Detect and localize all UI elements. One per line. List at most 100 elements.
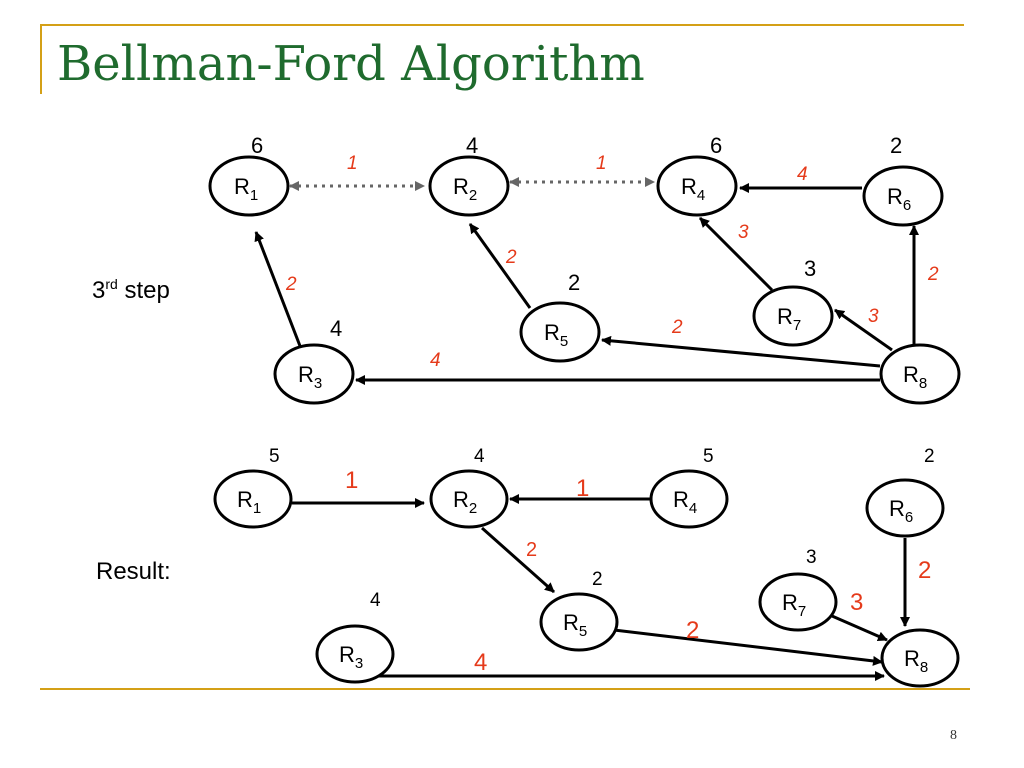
step-edge-r5-r2 (468, 223, 532, 309)
svg-text:R7: R7 (777, 304, 801, 334)
step-node-r7: R7 3 (752, 256, 834, 347)
result-edges (292, 494, 910, 681)
result-distance-r2: 4 (474, 446, 485, 467)
step-node-r3-base: R (298, 362, 314, 387)
step-node-r2: R2 4 (428, 133, 510, 217)
result-edge-weights: 1 1 2 2 2 3 4 (345, 467, 931, 676)
step-weight-r7-r4: 3 (738, 222, 749, 243)
result-node-r5-base: R (563, 610, 579, 635)
step-node-r1-base: R (234, 174, 250, 199)
result-node-r7-base: R (782, 590, 798, 615)
svg-text:R6: R6 (889, 496, 913, 526)
result-edge-r7-r8 (831, 614, 888, 642)
result-weight-r4-r2: 1 (576, 475, 589, 502)
step-edge-r8-r7 (834, 308, 893, 352)
step-weight-r8-r6: 2 (927, 264, 939, 285)
step-node-r2-sub: 2 (469, 187, 477, 204)
result-node-r7-sub: 7 (798, 603, 806, 620)
title-top-rule (40, 24, 964, 26)
step-node-r8-base: R (903, 362, 919, 387)
result-node-r3-sub: 3 (355, 655, 363, 672)
step-node-r6: R6 2 (862, 133, 944, 227)
svg-text:R5: R5 (544, 320, 568, 350)
step-label-ordinal: rd (105, 276, 118, 292)
result-node-r2-sub: 2 (469, 500, 477, 517)
result-weight-r3-r8: 4 (474, 649, 487, 676)
step-weight-r2-r4: 1 (596, 153, 607, 174)
step-distance-r3: 4 (330, 316, 342, 341)
svg-text:R5: R5 (563, 610, 587, 640)
result-node-r1-sub: 1 (253, 500, 261, 517)
result-weight-r5-r8: 2 (686, 617, 699, 644)
svg-text:R1: R1 (234, 174, 258, 204)
page-number: 8 (950, 728, 957, 743)
result-node-r4: R4 5 (649, 446, 729, 529)
step-distance-r4: 6 (710, 133, 722, 158)
svg-text:R8: R8 (903, 362, 927, 392)
step-label-number: 3 (92, 277, 106, 304)
step-node-r2-base: R (453, 174, 469, 199)
step-edge-weights: 1 1 4 3 2 3 2 2 4 2 (285, 153, 939, 371)
svg-text:R3: R3 (298, 362, 322, 392)
step-node-r1: R1 6 (208, 133, 290, 217)
step-edges (254, 177, 919, 385)
result-node-r2-base: R (453, 487, 469, 512)
svg-text:R2: R2 (453, 174, 477, 204)
slide-title: Bellman-Ford Algorithm (57, 36, 645, 92)
result-label: Result: (96, 558, 171, 585)
step-weight-r8-r3: 4 (430, 350, 441, 371)
step-node-r4-base: R (681, 174, 697, 199)
result-node-r7: R7 3 (758, 547, 838, 632)
result-edge-r2-r5 (481, 526, 555, 594)
result-node-r5: R5 2 (539, 569, 619, 652)
step-node-r5: R5 2 (519, 270, 601, 363)
svg-text:R6: R6 (887, 184, 911, 214)
step-weight-r5-r2: 2 (505, 247, 517, 268)
result-node-r6: R6 2 (865, 446, 945, 538)
result-distance-r4: 5 (703, 446, 714, 467)
step-node-r6-sub: 6 (903, 197, 911, 214)
result-distance-r5: 2 (592, 569, 603, 590)
result-node-r6-sub: 6 (905, 509, 913, 526)
svg-text:R7: R7 (782, 590, 806, 620)
result-node-r6-base: R (889, 496, 905, 521)
result-node-r4-base: R (673, 487, 689, 512)
svg-text:R8: R8 (904, 646, 928, 676)
result-node-r2: R2 4 (429, 446, 509, 529)
step-distance-r6: 2 (890, 133, 902, 158)
svg-text:R3: R3 (339, 642, 363, 672)
result-distance-r1: 5 (269, 446, 280, 467)
svg-text:R2: R2 (453, 487, 477, 517)
step-weight-r1-r2: 1 (347, 153, 358, 174)
result-distance-r6: 2 (924, 446, 935, 467)
step-node-r7-sub: 7 (793, 317, 801, 334)
step-distance-r1: 6 (251, 133, 263, 158)
step-node-r6-base: R (887, 184, 903, 209)
result-node-r5-sub: 5 (579, 623, 587, 640)
step-weight-r8-r5: 2 (671, 317, 683, 338)
result-weight-r1-r2: 1 (345, 467, 358, 494)
result-distance-r7: 3 (806, 547, 817, 568)
step-weight-r6-r4: 4 (797, 164, 808, 185)
result-node-r1-base: R (237, 487, 253, 512)
result-node-r3: R3 4 (315, 590, 395, 684)
result-distance-r3: 4 (370, 590, 381, 611)
step-node-r1-sub: 1 (250, 187, 258, 204)
result-weight-r6-r8: 2 (918, 557, 931, 584)
result-node-r8: R8 (880, 628, 960, 688)
result-node-r1: R1 5 (213, 446, 293, 529)
svg-text:R4: R4 (681, 174, 705, 204)
step-node-r3: R3 4 (273, 316, 355, 405)
result-node-r8-sub: 8 (920, 659, 928, 676)
step-weight-r8-r7: 3 (868, 306, 879, 327)
step-weight-r3-r1: 2 (285, 274, 297, 295)
step-node-r3-sub: 3 (314, 375, 322, 392)
step-label-suffix: step (117, 277, 170, 304)
step-node-r4: R4 6 (656, 133, 738, 217)
step-distance-r5: 2 (568, 270, 580, 295)
step-node-r5-base: R (544, 320, 560, 345)
step-node-r5-sub: 5 (560, 333, 568, 350)
svg-text:R4: R4 (673, 487, 697, 517)
